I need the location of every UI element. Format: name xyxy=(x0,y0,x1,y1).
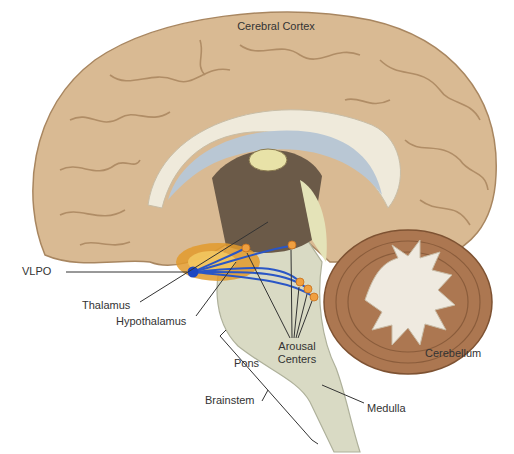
midbrain xyxy=(300,180,327,262)
leader-lines xyxy=(66,222,364,444)
vlpo-dot xyxy=(188,267,199,278)
region-label: Cerebellum xyxy=(425,347,481,360)
region-label: Arousal Centers xyxy=(266,340,328,366)
vlpo-projections xyxy=(193,246,314,297)
region-label: Pons xyxy=(234,357,259,370)
region-label: VLPO xyxy=(22,265,51,278)
arousal-center-dots xyxy=(242,241,318,301)
cerebellum xyxy=(324,230,492,374)
region-label: Hypothalamus xyxy=(116,315,186,328)
region-label: Medulla xyxy=(367,402,406,415)
region-label: Cerebral Cortex xyxy=(237,20,315,33)
region-label: Brainstem xyxy=(205,394,255,407)
thalamus-nucleus xyxy=(249,149,287,171)
region-label: Thalamus xyxy=(82,299,130,312)
cerebral-cortex xyxy=(33,12,496,265)
